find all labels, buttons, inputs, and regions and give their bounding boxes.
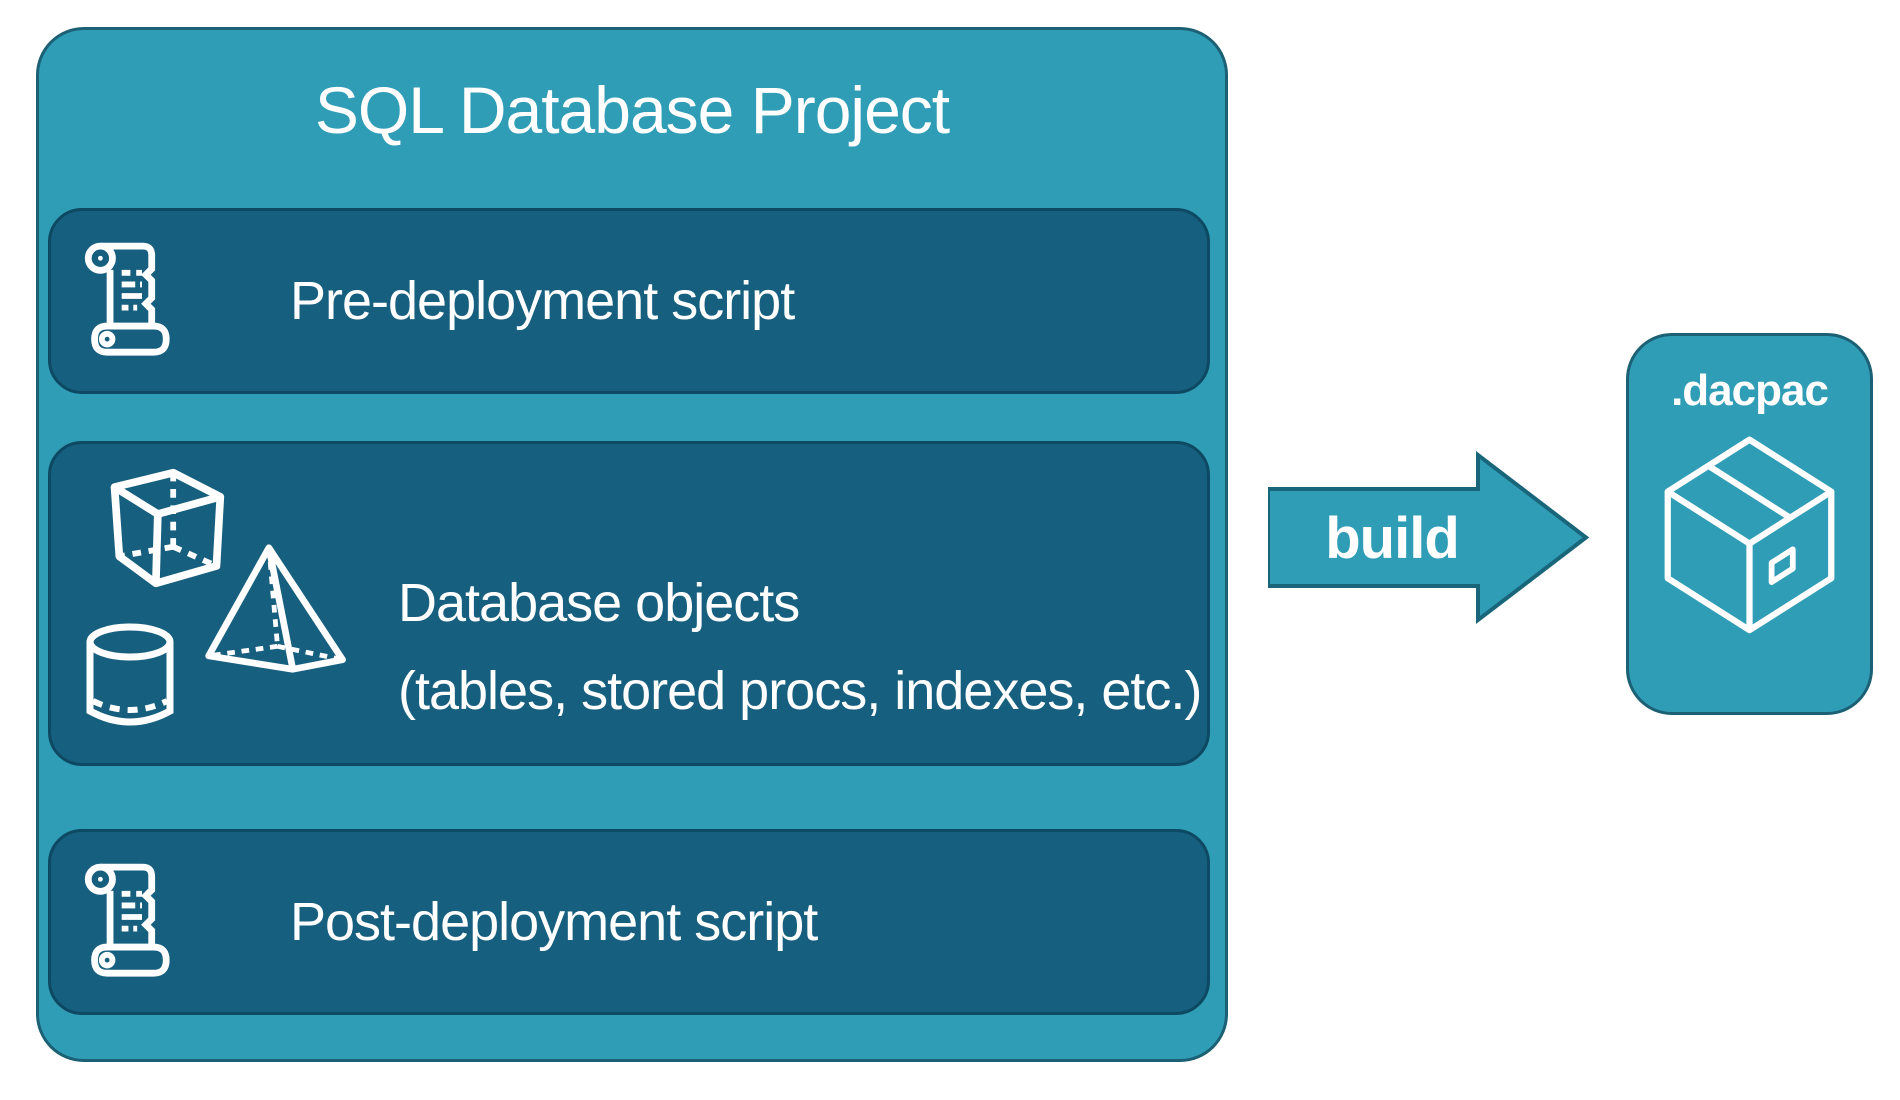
sql-database-project-container: SQL Database Project Pre-deployment scri…	[36, 27, 1228, 1062]
database-objects-box: Database objects (tables, stored procs, …	[48, 441, 1210, 766]
dacpac-box: .dacpac	[1626, 333, 1873, 715]
cylinder-icon	[83, 621, 178, 733]
post-deployment-label: Post-deployment script	[290, 892, 818, 952]
dacpac-label: .dacpac	[1671, 366, 1829, 415]
post-deployment-box: Post-deployment script	[48, 829, 1210, 1015]
pyramid-icon	[203, 543, 353, 675]
database-objects-label: Database objects (tables, stored procs, …	[398, 559, 1202, 735]
scroll-icon	[81, 233, 173, 361]
database-objects-line1: Database objects	[398, 572, 800, 633]
database-objects-line2: (tables, stored procs, indexes, etc.)	[398, 660, 1202, 721]
project-title: SQL Database Project	[314, 73, 950, 147]
package-icon	[1657, 432, 1842, 634]
pre-deployment-label: Pre-deployment script	[290, 271, 795, 331]
pre-deployment-box: Pre-deployment script	[48, 208, 1210, 394]
build-arrow-icon	[1266, 450, 1590, 625]
build-label: build	[1325, 505, 1460, 571]
scroll-icon	[81, 854, 173, 982]
cube-icon	[103, 463, 228, 593]
